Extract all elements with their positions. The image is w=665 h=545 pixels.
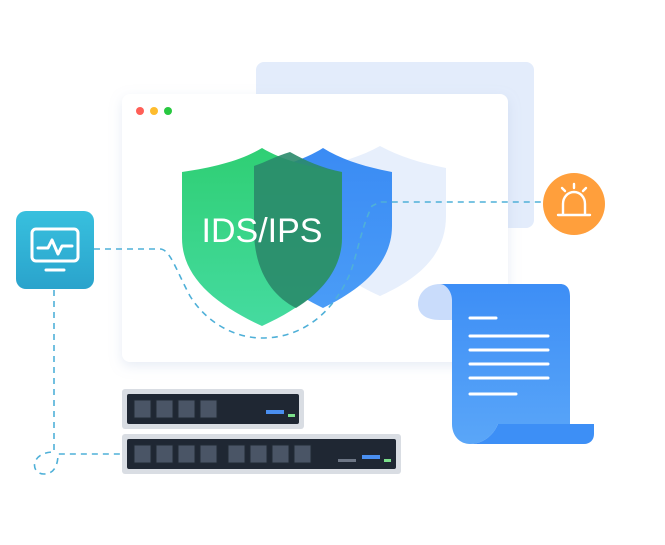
window-close-dot <box>136 107 144 115</box>
log-lines <box>468 316 550 396</box>
connector-lines <box>33 201 545 475</box>
switch-large <box>122 434 401 474</box>
connector-monitor-to-shield <box>94 201 545 339</box>
switch-large-led-blue <box>362 455 380 459</box>
switch-small-ports <box>133 399 218 419</box>
switch-large-led-gray <box>338 459 356 462</box>
window-minimize-dot <box>150 107 158 115</box>
monitor-tile <box>16 211 94 289</box>
monitor-chart-icon <box>30 227 80 272</box>
alarm-siren-icon <box>556 182 592 217</box>
switch-large-led-green <box>384 459 391 462</box>
window-maximize-dot <box>164 107 172 115</box>
switch-large-ports <box>133 444 312 464</box>
switch-small <box>122 389 304 429</box>
log-scroll <box>418 284 594 444</box>
scroll-bottom-curl <box>470 424 594 444</box>
switch-small-led-green <box>288 414 295 417</box>
alarm-badge <box>543 173 605 235</box>
shield-label: IDS/IPS <box>202 212 323 250</box>
connector-monitor-to-switch <box>33 290 124 475</box>
shield-overlap <box>254 152 342 308</box>
switch-small-led-blue <box>266 410 284 414</box>
